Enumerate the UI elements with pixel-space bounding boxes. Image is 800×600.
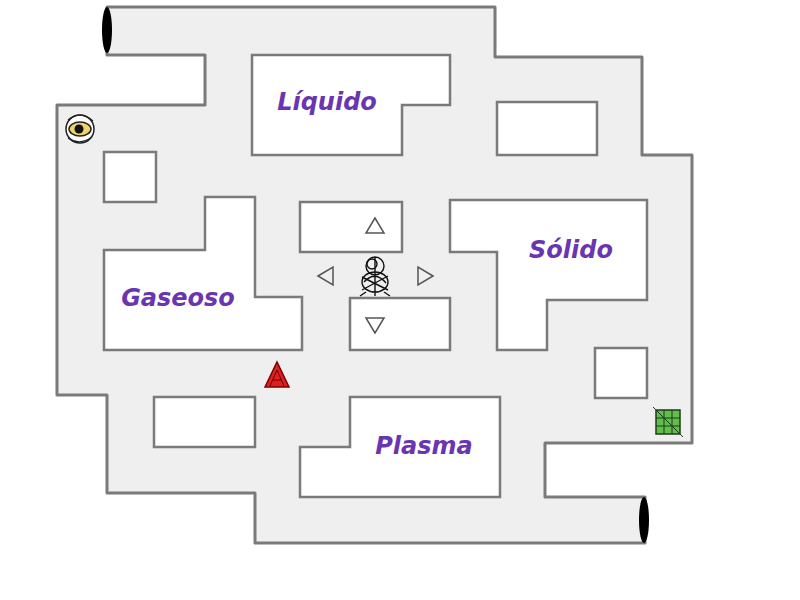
player-character: [360, 257, 390, 296]
wall-outline: [450, 200, 647, 350]
labelled-wall-block: Plasma: [300, 397, 500, 497]
wall-block: [595, 348, 647, 398]
wall-shape: [104, 197, 302, 350]
wall-block: [300, 202, 402, 252]
state-label: Gaseoso: [121, 284, 235, 312]
wall-block: [350, 298, 450, 350]
maze-floor: [57, 7, 692, 543]
cube-icon: [653, 407, 683, 437]
wall-block: [154, 397, 255, 447]
arrow-down: [366, 318, 384, 333]
eye-icon: [66, 115, 94, 143]
labelled-wall-block: Gaseoso: [104, 197, 302, 350]
wall-shape: [252, 55, 450, 155]
arrow-left: [318, 267, 333, 285]
arrow-up: [366, 218, 384, 233]
state-label: Sólido: [529, 236, 613, 264]
portal: [102, 7, 112, 53]
wall-outline: [104, 197, 302, 350]
wall-block: [104, 152, 156, 202]
arrow-right: [418, 267, 433, 285]
labelled-wall-block: Sólido: [450, 200, 647, 350]
labelled-wall-block: Líquido: [252, 55, 450, 155]
portal: [639, 497, 649, 543]
wall-shape: [450, 200, 647, 350]
fire-icon: [265, 362, 289, 387]
state-label: Líquido: [277, 88, 377, 116]
wall-block: [497, 102, 597, 155]
state-label: Plasma: [375, 432, 473, 460]
wall-shape: [300, 397, 500, 497]
